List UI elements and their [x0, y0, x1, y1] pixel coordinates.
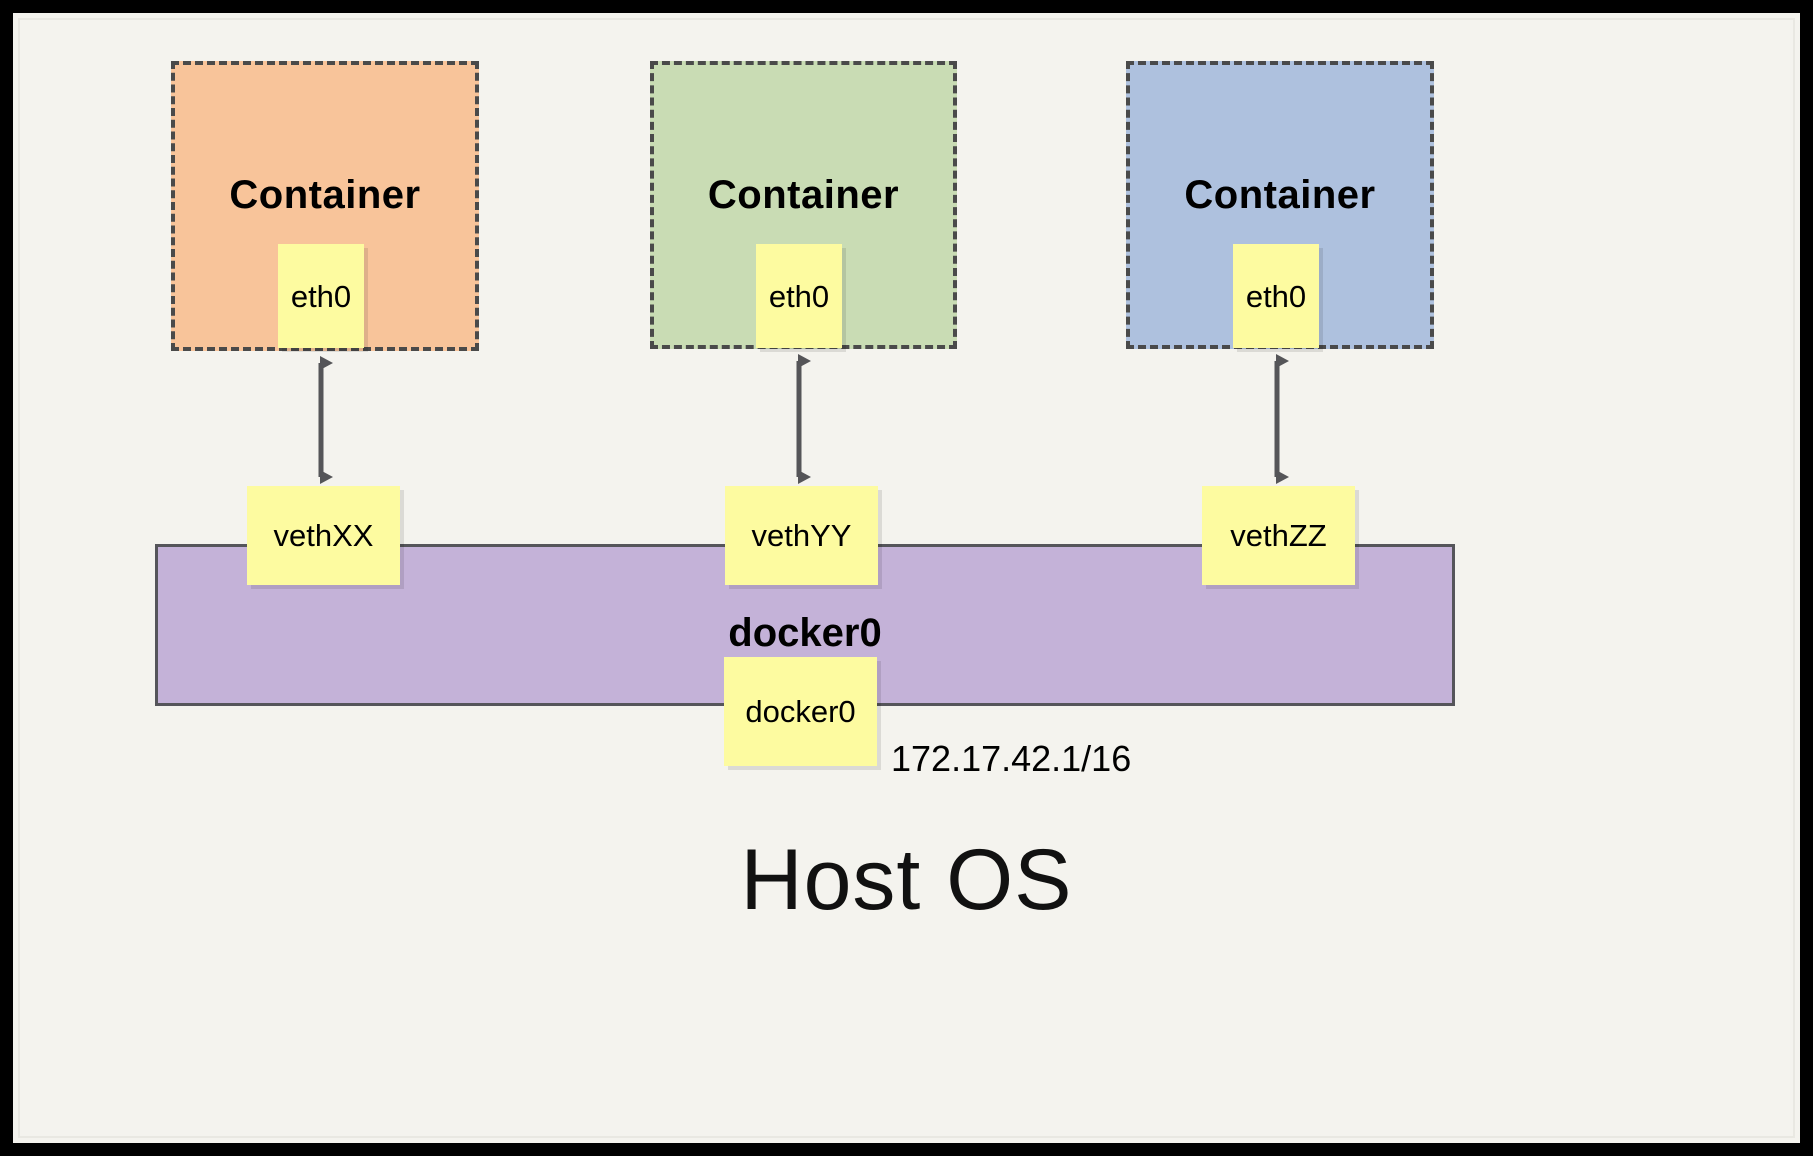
veth-label-2: vethYY [751, 518, 852, 553]
container-title-3: Container [1184, 173, 1376, 217]
veth-box-1[interactable]: vethXX [247, 486, 400, 585]
veth-box-3[interactable]: vethZZ [1202, 486, 1355, 585]
connector-arrow-2 [796, 354, 811, 484]
docker0-bridge-label: docker0 [728, 611, 882, 655]
eth0-box-2[interactable]: eth0 [756, 244, 842, 348]
eth0-box-3[interactable]: eth0 [1233, 244, 1319, 348]
veth-box-2[interactable]: vethYY [725, 486, 878, 585]
veth-label-3: vethZZ [1230, 518, 1327, 553]
eth0-label-3: eth0 [1245, 278, 1307, 314]
eth0-label-2: eth0 [768, 278, 830, 314]
eth0-label-1: eth0 [290, 278, 352, 314]
container-title-2: Container [707, 173, 900, 217]
host-os-label: Host OS [740, 832, 1073, 928]
docker0-ip-label: 172.17.42.1/16 [891, 738, 1132, 779]
container-title-1: Container [229, 173, 421, 217]
connector-arrow-3 [1274, 354, 1289, 484]
docker0-interface-box[interactable]: docker0 [724, 657, 877, 766]
eth0-box-1[interactable]: eth0 [278, 244, 364, 348]
connector-arrow-1 [318, 356, 333, 484]
docker0-interface-label: docker0 [745, 694, 856, 729]
veth-label-1: vethXX [273, 518, 374, 553]
